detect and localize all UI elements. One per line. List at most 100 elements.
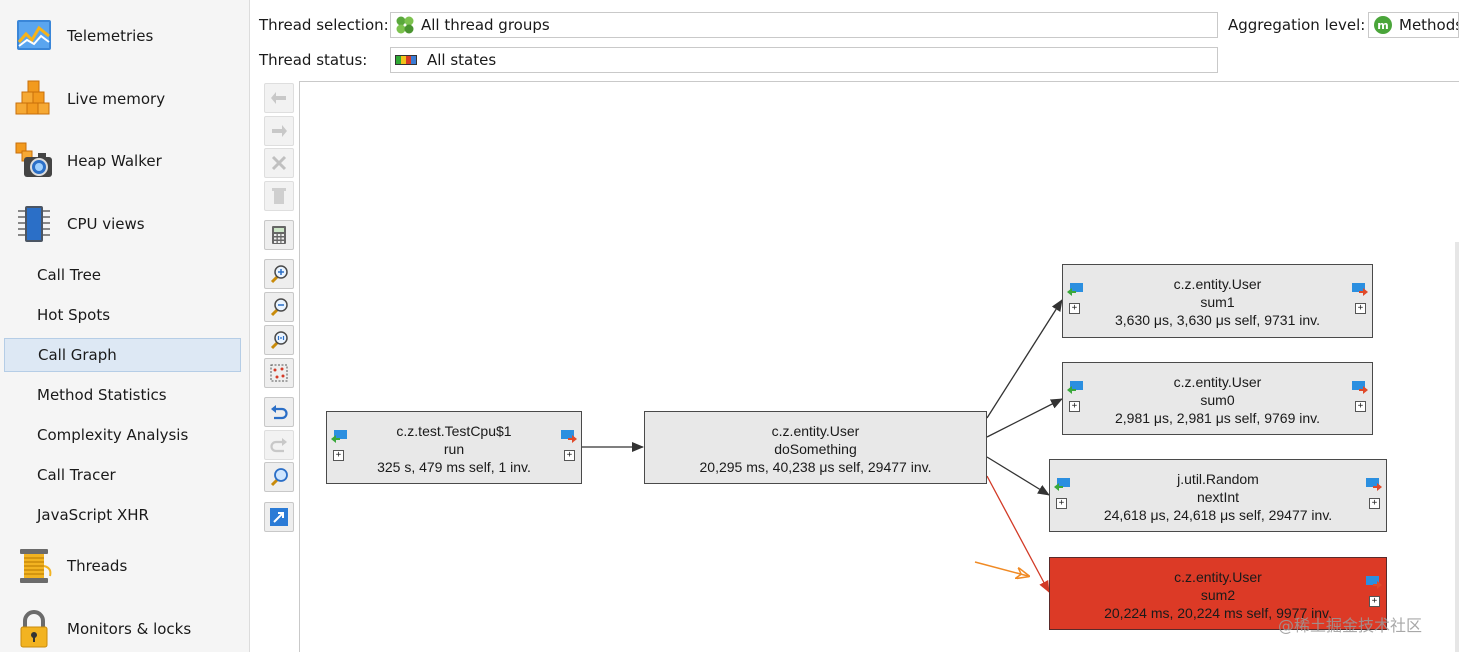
sidebar-item-label: Hot Spots [37,306,111,324]
aggregation-level-label: Aggregation level: [1228,16,1366,34]
sidebar-item-call-graph[interactable]: Call Graph [4,338,241,372]
watermark: @稀土掘金技术社区 [1278,616,1423,635]
node-method-name: nextInt [1196,489,1240,505]
thread-selection-dropdown[interactable]: All thread groups [390,12,1218,38]
vertical-scrollbar[interactable] [1455,242,1459,652]
redo-icon [270,438,287,453]
sidebar-item-label: Complexity Analysis [37,426,189,444]
graph-node-run[interactable]: c.z.test.TestCpu$1 run 325 s, 479 ms sel… [326,411,582,484]
thread-status-value: All states [427,51,497,69]
back-icon [271,92,286,104]
zoom-reset-button[interactable] [264,325,294,355]
sidebar-item-hot-spots[interactable]: Hot Spots [4,298,241,332]
node-class-name: c.z.entity.User [1173,276,1262,292]
expand-incoming-icon[interactable]: + [1056,498,1067,509]
node-stats: 24,618 μs, 24,618 μs self, 29477 inv. [1103,507,1333,523]
sidebar-section-threads[interactable]: Threads [0,538,250,594]
expand-incoming-icon[interactable]: + [1069,401,1080,412]
sidebar-section-heap-walker[interactable]: Heap Walker [0,133,250,189]
aggregation-level-value: Methods [1399,16,1459,34]
sidebar-section-label: Heap Walker [67,152,162,170]
graph-node-sum1[interactable]: c.z.entity.User sum1 3,630 μs, 3,630 μs … [1062,264,1373,338]
sidebar-section-label: Live memory [67,90,166,108]
expand-incoming-icon[interactable]: + [1069,303,1080,314]
expand-outgoing-icon[interactable]: + [1369,596,1380,607]
expand-outgoing-icon[interactable]: + [1355,303,1366,314]
svg-text:m: m [1377,19,1388,32]
back-button[interactable] [264,83,294,113]
fit-content-button[interactable] [264,358,294,388]
expand-incoming-icon[interactable]: + [333,450,344,461]
outgoing-calls-icon[interactable] [561,430,577,444]
remove-icon [271,155,287,171]
sidebar-item-label: JavaScript XHR [37,506,149,524]
zoom-in-button[interactable] [264,259,294,289]
heap-walker-icon [15,142,52,177]
node-stats: 325 s, 479 ms self, 1 inv. [377,459,531,475]
sidebar-item-call-tracer[interactable]: Call Tracer [4,458,241,492]
cpu-chip-icon [18,206,50,242]
zoom-out-button[interactable] [264,292,294,322]
node-method-name: sum0 [1200,392,1235,408]
forward-icon [272,125,287,137]
thread-selection-value: All thread groups [421,16,550,34]
thread-states-icon [395,55,417,65]
sidebar-section-live-memory[interactable]: Live memory [0,71,250,127]
graph-node-nextInt[interactable]: j.util.Random nextInt 24,618 μs, 24,618 … [1049,459,1387,532]
sidebar-section-label: Telemetries [67,27,154,45]
fit-content-icon [270,364,288,382]
sidebar-section-cpu-views[interactable]: CPU views [0,196,250,252]
sidebar-item-label: Call Tracer [37,466,116,484]
outgoing-calls-icon[interactable] [1366,478,1382,492]
expand-outgoing-icon[interactable]: + [1355,401,1366,412]
sidebar-item-call-tree[interactable]: Call Tree [4,258,241,292]
sidebar-item-method-statistics[interactable]: Method Statistics [4,378,241,412]
redo-button[interactable] [264,430,294,460]
incoming-calls-icon[interactable] [1054,478,1070,492]
zoom-reset-icon [270,331,288,350]
sidebar-section-label: Monitors & locks [67,620,192,638]
export-button[interactable] [264,502,294,532]
node-class-name: c.z.entity.User [771,423,860,439]
sidebar-item-javascript-xhr[interactable]: JavaScript XHR [4,498,241,532]
graph-node-sum0[interactable]: c.z.entity.User sum0 2,981 μs, 2,981 μs … [1062,362,1373,435]
forward-button[interactable] [264,116,294,146]
thread-status-dropdown[interactable]: All states [390,47,1218,73]
expand-outgoing-icon[interactable]: + [564,450,575,461]
delete-icon [272,188,286,204]
sidebar-item-label: Method Statistics [37,386,167,404]
graph-node-sum2[interactable]: c.z.entity.User sum2 20,224 ms, 20,224 m… [1049,557,1387,630]
live-memory-icon [15,80,50,115]
outgoing-calls-icon[interactable] [1352,283,1368,297]
zoom-out-icon [270,298,288,317]
incoming-calls-icon[interactable] [1067,381,1083,395]
undo-button[interactable] [264,397,294,427]
remove-button[interactable] [264,148,294,178]
outgoing-calls-icon[interactable] [1352,381,1368,395]
sidebar-section-label: Threads [67,557,128,575]
expand-outgoing-icon[interactable]: + [1369,498,1380,509]
sidebar-section-telemetries[interactable]: Telemetries [0,8,250,64]
node-method-name: sum1 [1200,294,1235,310]
find-button[interactable] [264,462,294,492]
incoming-calls-icon[interactable] [331,430,347,444]
graph-node-doSomething[interactable]: c.z.entity.User doSomething 20,295 ms, 4… [644,411,987,484]
sidebar-item-complexity-analysis[interactable]: Complexity Analysis [4,418,241,452]
delete-button[interactable] [264,181,294,211]
node-method-name: sum2 [1200,587,1236,603]
node-class-name: c.z.test.TestCpu$1 [396,423,512,439]
aggregation-level-dropdown[interactable]: m Methods [1368,12,1459,38]
node-method-name: run [443,441,465,457]
node-class-name: c.z.entity.User [1173,374,1262,390]
thread-groups-icon [396,16,414,34]
node-stats: 20,224 ms, 20,224 ms self, 9977 inv. [1104,605,1332,621]
outgoing-calls-icon[interactable] [1366,576,1382,590]
calculator-button[interactable] [264,220,294,250]
node-class-name: c.z.entity.User [1174,569,1262,585]
threads-icon [20,549,52,583]
calculator-icon [272,226,286,244]
sidebar: Telemetries Live memory Heap Walker [0,0,250,652]
telemetries-icon [17,20,51,50]
sidebar-section-monitors-locks[interactable]: Monitors & locks [0,601,250,657]
incoming-calls-icon[interactable] [1067,283,1083,297]
